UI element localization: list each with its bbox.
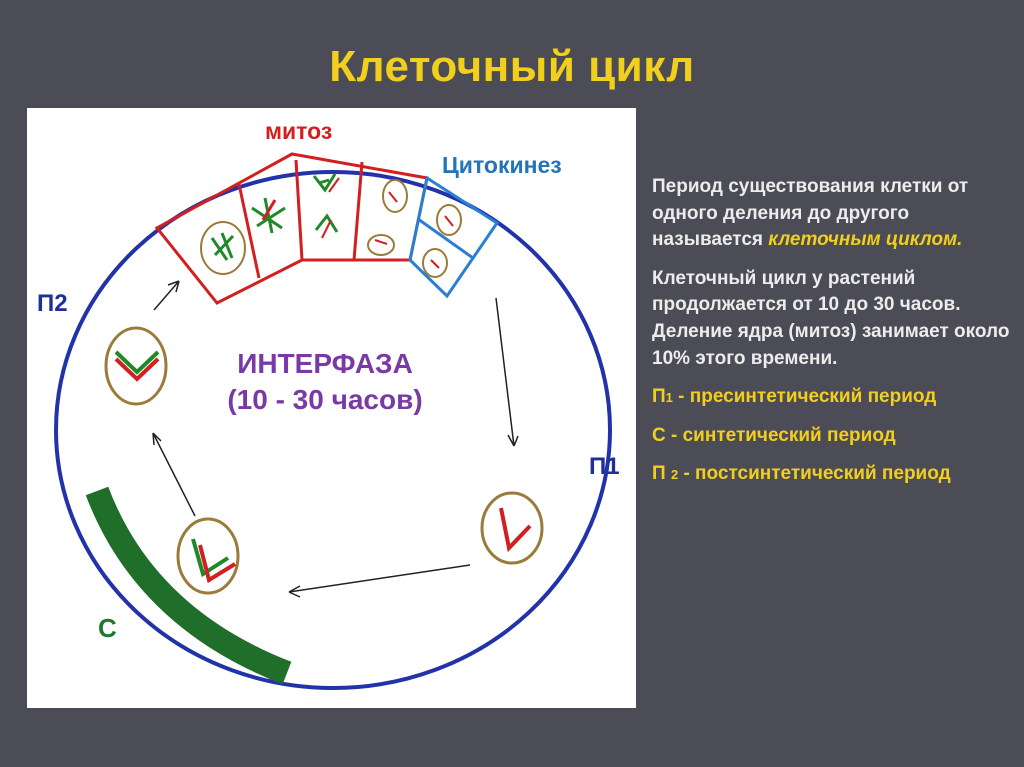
- cell-cycle-svg: [54, 152, 612, 690]
- cytokinesis-label: Цитокинез: [442, 152, 562, 178]
- p2-label: П2: [37, 290, 68, 317]
- p1-subscript: 1: [665, 390, 673, 406]
- cell-cycle-term: клеточным циклом.: [768, 229, 963, 251]
- slide-title: Клеточный цикл: [329, 42, 695, 91]
- mitosis-divider-2: [294, 159, 304, 261]
- g2-chromosomes-red: [114, 357, 160, 382]
- p2-definition: П 2 - постсинтетический период: [652, 461, 1012, 488]
- cytokinesis-band: [408, 175, 500, 299]
- daughter-cell-1: [436, 204, 462, 236]
- prophase-chromosomes: [210, 232, 235, 261]
- daughter-cell-2: [422, 248, 448, 278]
- metaphase-red: [261, 199, 277, 221]
- cytokinesis-divider: [417, 217, 474, 260]
- p2-letter: П: [652, 463, 671, 485]
- g2-cell: [104, 326, 168, 406]
- telophase-chromosomes: [374, 191, 398, 245]
- g1-chromosome: [499, 507, 532, 553]
- anaphase-top: [312, 173, 337, 193]
- description-panel: Период существования клетки от одного де…: [652, 174, 1012, 500]
- mitosis-divider-3: [352, 161, 364, 261]
- anaphase-bottom: [314, 213, 339, 233]
- arrow-to-mitosis: [153, 280, 180, 311]
- telophase-cell-bottom: [367, 234, 395, 256]
- definition-paragraph: Период существования клетки от одного де…: [652, 174, 1012, 254]
- daughter-chromosomes: [430, 215, 454, 269]
- s-label: С: [98, 613, 117, 643]
- cell-cycle-diagram: митоз Цитокинез П2 П1 С ИНТЕРФАЗА (10 - …: [27, 108, 636, 708]
- p1-label: П1: [589, 453, 620, 480]
- duration-paragraph: Клеточный цикл у растений продолжается о…: [652, 267, 1010, 369]
- s-cell: [176, 517, 240, 595]
- s-definition: С - синтетический период: [652, 424, 896, 446]
- mitosis-label: митоз: [265, 118, 333, 144]
- metaphase-chromosomes: [251, 197, 286, 234]
- s-chromosome-green: [191, 538, 230, 578]
- telophase-cell-top: [382, 179, 408, 213]
- g2-chromosomes-green: [114, 350, 160, 375]
- interphase-label: ИНТЕРФАЗА (10 - 30 часов): [195, 346, 455, 419]
- s-chromosome-red: [198, 544, 237, 584]
- arrow-to-s: [288, 564, 471, 598]
- p2-subscript: 2: [670, 467, 679, 483]
- s-phase-arc: [85, 486, 292, 685]
- cycle-ring: [54, 170, 612, 690]
- g1-cell: [480, 491, 544, 565]
- p1-letter: П: [652, 386, 666, 408]
- arrow-to-g2: [152, 432, 196, 517]
- anaphase-red: [321, 177, 340, 239]
- interphase-title: ИНТЕРФАЗА: [237, 348, 413, 379]
- interphase-duration: (10 - 30 часов): [227, 384, 423, 416]
- mitosis-divider-1: [237, 183, 261, 279]
- p1-definition: П1 - пресинтетический период: [652, 384, 1012, 411]
- p2-description: - постсинтетический период: [678, 463, 951, 485]
- definition-text: Период существования клетки от одного де…: [652, 176, 969, 251]
- p1-description: - пресинтетический период: [672, 386, 937, 408]
- arrow-to-g1: [495, 297, 519, 447]
- prophase-cell: [200, 221, 246, 275]
